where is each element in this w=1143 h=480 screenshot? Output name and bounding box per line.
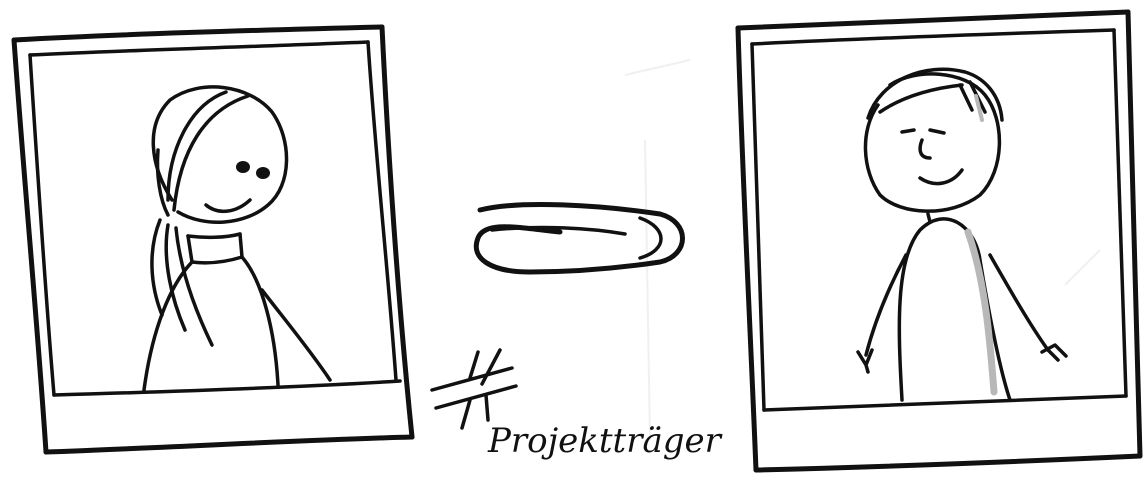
man-figure xyxy=(858,69,1066,400)
hash-grid-logo xyxy=(432,350,516,428)
background-traces xyxy=(625,60,1100,440)
right-portrait-frame xyxy=(738,12,1140,470)
left-portrait-frame xyxy=(14,27,412,452)
caption-text: Projektträger xyxy=(487,421,723,461)
woman-figure xyxy=(144,87,330,390)
paperclip-icon xyxy=(476,204,682,272)
